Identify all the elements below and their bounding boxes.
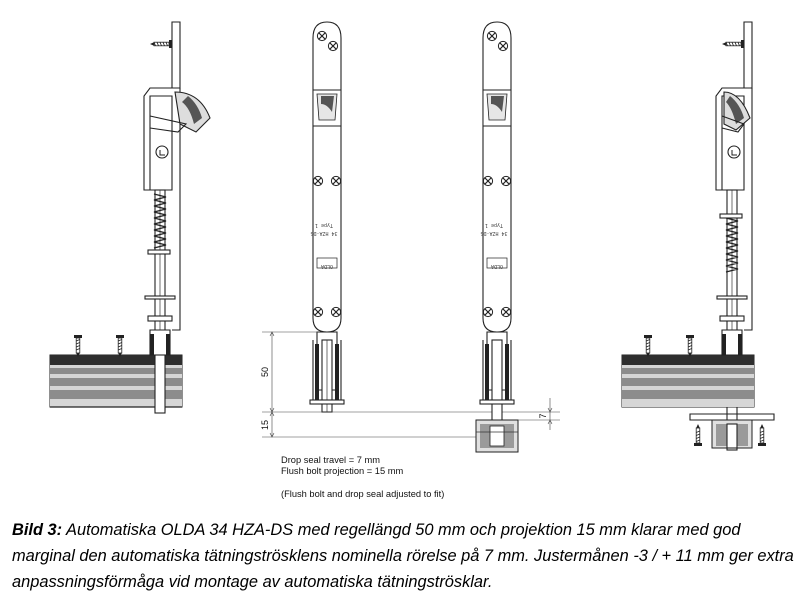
caption-text: Automatiska OLDA 34 HZA-DS med regelläng… xyxy=(12,521,794,591)
flush-bolt-diagram: 34 HZA-DS Type 1 OLDA 50 15 Drop seal tr… xyxy=(49,21,775,499)
dimension-7-label: 7 xyxy=(538,413,548,418)
front-view-extended: 34 HZA-DS Type 1 OLDA 50 15 Drop seal tr… xyxy=(260,21,444,499)
plate-sub-label: Type 1 xyxy=(315,222,333,228)
plate-brand-label-2: OLDA xyxy=(491,263,503,269)
side-view-left xyxy=(49,21,211,414)
caption-label: Bild 3: xyxy=(12,521,63,539)
figure-caption: Bild 3: Automatiska OLDA 34 HZA-DS med r… xyxy=(12,517,802,595)
plate-model-label: 34 HZA-DS xyxy=(310,230,337,236)
front-view-retracted: 34 HZA-DS Type 1 OLDA 7 xyxy=(475,21,560,453)
plate-brand-label: OLDA xyxy=(321,263,333,269)
drop-seal-travel-note: Drop seal travel = 7 mm xyxy=(281,455,380,465)
flush-bolt-projection-note: Flush bolt projection = 15 mm xyxy=(281,466,403,476)
plate-model-label-2: 34 HZA-DS xyxy=(480,230,507,236)
adjusted-to-fit-note: (Flush bolt and drop seal adjusted to fi… xyxy=(281,489,444,499)
side-view-right xyxy=(621,21,775,451)
dimension-15-label: 15 xyxy=(260,420,270,430)
plate-sub-label-2: Type 1 xyxy=(485,222,503,228)
dimension-50-label: 50 xyxy=(260,367,270,377)
